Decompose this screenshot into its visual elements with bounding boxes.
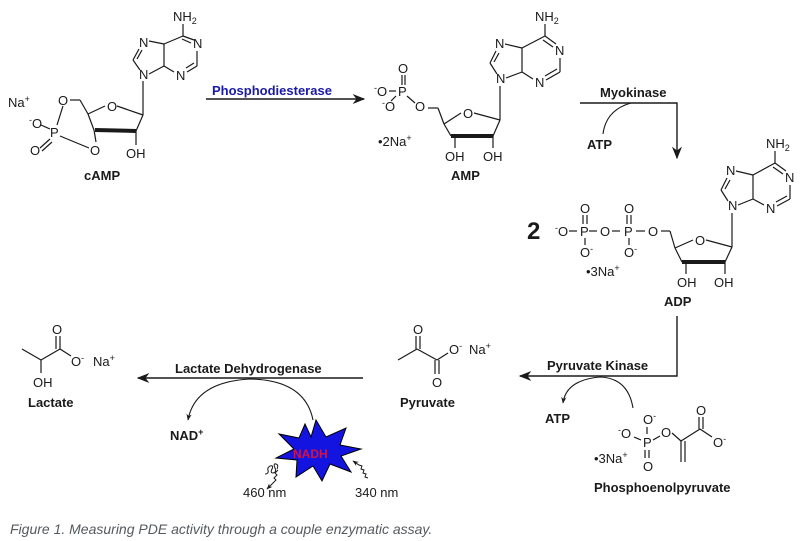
figure-caption: Figure 1. Measuring PDE activity through…	[10, 521, 433, 537]
amp-label: AMP	[451, 168, 480, 183]
adp-3-oh: OH	[677, 275, 697, 290]
pep-counterion: •3Na+	[594, 450, 628, 466]
amp-n9: N	[496, 71, 505, 86]
camp-o3: O	[90, 143, 100, 158]
pep-carbonyl-o: O	[696, 403, 706, 418]
adp-label: ADP	[664, 294, 692, 309]
camp-label: cAMP	[84, 168, 120, 183]
camp-counterion: Na+	[8, 94, 30, 110]
camp-adenine: NH2 N N N N	[132, 9, 202, 83]
camp-n1: N	[193, 36, 202, 51]
amp-2-oh: OH	[483, 149, 503, 164]
pep-o-double: O	[643, 459, 653, 474]
amp-adenine: NH2 N N N N	[489, 9, 564, 90]
pyruvate-kinase-atp-label: ATP	[545, 411, 570, 426]
adp-bridge-o: O	[600, 224, 610, 239]
pyruvate-keto-o: O	[413, 322, 423, 337]
phosphodiesterase-label: Phosphodiesterase	[212, 83, 332, 98]
amp-n1: N	[555, 43, 564, 58]
adp-ring-o: O	[695, 233, 705, 248]
lactate-o-minus: O-	[71, 353, 84, 369]
camp-o-double: O	[30, 143, 40, 158]
pyruvate-label: Pyruvate	[400, 395, 455, 410]
amp-o5: O	[415, 99, 425, 114]
myokinase-arrow: Myokinase ATP	[580, 85, 683, 160]
lactate-dehydrogenase-arrow: Lactate Dehydrogenase NAD+	[136, 361, 363, 443]
camp-n9: N	[139, 67, 148, 82]
adp-p-beta-o-minus: O-	[624, 244, 637, 260]
myokinase-label: Myokinase	[600, 85, 666, 100]
amp-n3: N	[535, 75, 544, 90]
adp-coefficient: 2	[527, 218, 540, 245]
amp-nh2: NH2	[535, 9, 559, 26]
amp-n7: N	[495, 36, 504, 51]
adp-counterion: •3Na+	[586, 263, 620, 279]
amp-o-minus-1: -O	[374, 83, 387, 99]
amp-3-oh: OH	[445, 149, 465, 164]
pyruvate-o-minus: O-	[449, 341, 462, 357]
nadh-star: NADH	[274, 418, 363, 483]
lactate-label: Lactate	[28, 395, 74, 410]
adp-n3: N	[766, 201, 775, 216]
lactate-carbonyl-o: O	[52, 322, 62, 337]
nadh-burst-shape	[274, 418, 363, 483]
adp-p-alpha-o: O	[580, 201, 590, 216]
adp-2-oh: OH	[714, 275, 734, 290]
amp-p: P	[398, 84, 407, 99]
nad-plus-label: NAD+	[170, 427, 203, 443]
amp-o-minus-2: -O	[382, 98, 395, 114]
pep-p: P	[643, 435, 652, 450]
camp-n3: N	[176, 68, 185, 83]
excitation-arrow: 340 nm	[352, 460, 398, 500]
adp-p-alpha-o-minus: O-	[580, 244, 593, 260]
amp-ring-o: O	[463, 106, 473, 121]
phosphodiesterase-arrow: Phosphodiesterase	[206, 83, 366, 105]
adp-p-alpha: P	[580, 224, 589, 239]
adp-o5: O	[648, 224, 658, 239]
pep-carboxylate-o-minus: O-	[713, 434, 726, 450]
pyruvate-counterion: Na+	[469, 341, 491, 357]
pep-structure: O- P O -O O O O- •3Na+ Phosphoenolpyruva…	[594, 403, 731, 495]
lactate-counterion: Na+	[93, 353, 115, 369]
adp-n9: N	[728, 198, 737, 213]
camp-structure: NH2 N N N N O	[8, 9, 202, 183]
adp-structure: 2 NH2 N N N N O	[527, 136, 794, 309]
pep-o-minus-left: -O	[618, 425, 631, 441]
nadh-label: NADH	[293, 447, 328, 461]
camp-2-oh: OH	[126, 146, 146, 161]
emission-arrow: 460 nm	[243, 463, 286, 500]
adp-nh2: NH2	[766, 136, 790, 153]
adp-n7: N	[726, 163, 735, 178]
pyruvate-carboxyl-o: O	[432, 375, 442, 390]
adp-adenine: NH2 N N N N	[720, 136, 794, 216]
emission-wavelength: 460 nm	[243, 485, 286, 500]
amp-o-double: O	[398, 61, 408, 76]
lactate-oh: OH	[33, 375, 53, 390]
camp-nh2: NH2	[173, 9, 197, 26]
camp-ring-o: O	[107, 99, 117, 114]
adp-p-beta: P	[624, 224, 633, 239]
camp-p: P	[50, 125, 59, 140]
pyruvate-kinase-arrow: Pyruvate Kinase ATP	[518, 316, 678, 426]
pep-ester-o: O	[661, 425, 671, 440]
adp-terminal-o-minus: -O	[555, 223, 568, 239]
amp-structure: NH2 N N N N O OH OH	[374, 9, 564, 183]
camp-n7: N	[139, 35, 148, 50]
adp-n1: N	[785, 170, 794, 185]
lactate-structure: OH O O- Na+ Lactate	[21, 322, 115, 410]
lactate-dehydrogenase-label: Lactate Dehydrogenase	[175, 361, 322, 376]
pep-label: Phosphoenolpyruvate	[594, 480, 731, 495]
pyruvate-structure: O O O- Na+ Pyruvate	[397, 322, 491, 410]
amp-counterion: •2Na+	[378, 133, 412, 149]
pep-o-minus-top: O-	[643, 411, 656, 427]
camp-o-minus: -O	[29, 115, 42, 131]
pyruvate-kinase-label: Pyruvate Kinase	[547, 358, 648, 373]
excitation-wavelength: 340 nm	[355, 485, 398, 500]
adp-p-beta-o: O	[624, 201, 634, 216]
myokinase-atp-label: ATP	[587, 137, 612, 152]
camp-o5: O	[58, 93, 68, 108]
